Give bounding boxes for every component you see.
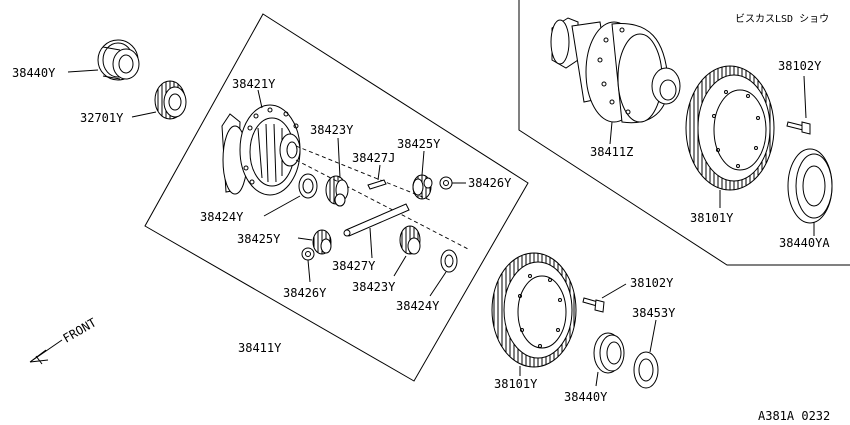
label-38440y-top: 38440Y (12, 66, 56, 80)
diff-case-38421y (221, 104, 301, 196)
washer-38453y (633, 351, 659, 389)
label-38427y: 38427Y (332, 259, 376, 273)
washer-38424y-bottom (440, 249, 458, 273)
ring-gear-38101y-top (685, 65, 775, 191)
label-38440ya: 38440YA (779, 236, 830, 250)
label-38102y-bottom: 38102Y (630, 276, 674, 290)
pinion-38425y-left (312, 229, 332, 255)
side-gear-38423y-top (325, 175, 349, 207)
pin-38427j (367, 179, 387, 190)
washer-38424y-left (298, 173, 318, 199)
viscous-lsd-frame (518, 0, 850, 266)
pinion-38425y-top (412, 174, 433, 200)
shaft-38427y (343, 203, 410, 237)
ring-gear-38101y-bottom (491, 252, 577, 368)
variant-label: ビスカスLSD ショウ (735, 13, 829, 25)
label-38425y-left: 38425Y (237, 232, 281, 246)
label-38424y-left: 38424Y (200, 210, 244, 224)
label-38453y: 38453Y (632, 306, 676, 320)
label-38440y-bottom: 38440Y (564, 390, 608, 404)
bolt-38102y-bottom (582, 297, 605, 313)
bolt-38102y-top (786, 121, 811, 135)
label-38102y-top: 38102Y (778, 59, 822, 73)
label-38411z: 38411Z (590, 145, 633, 159)
label-38101y-bottom: 38101Y (494, 377, 538, 391)
thrust-washer-38426y-bottom (301, 247, 315, 261)
label-38101y-top: 38101Y (690, 211, 734, 225)
front-direction-arrow (29, 339, 63, 365)
label-38423y-top: 38423Y (310, 123, 354, 137)
label-38411y: 38411Y (238, 341, 282, 355)
viscous-lsd-38411z (550, 17, 681, 124)
side-gear-38423y-bottom (399, 225, 421, 255)
figure-code: A381A 0232 (758, 409, 830, 423)
gear-32701y (154, 80, 187, 120)
label-38421y: 38421Y (232, 77, 276, 91)
bearing-38440ya (787, 148, 833, 224)
label-38427j: 38427J (352, 151, 395, 165)
thrust-washer-38426y-right (439, 176, 453, 190)
label-32701y: 32701Y (80, 111, 124, 125)
label-38423y-bottom: 38423Y (352, 280, 396, 294)
front-label: FRONT (61, 315, 99, 345)
label-38425y-top: 38425Y (397, 137, 441, 151)
label-38426y-bottom: 38426Y (283, 286, 327, 300)
label-38426y-right: 38426Y (468, 176, 512, 190)
label-38424y-bottom: 38424Y (396, 299, 440, 313)
assembly-frame (144, 13, 529, 382)
bearing-38440y-top (97, 39, 140, 81)
bearing-38440y-bottom (593, 332, 625, 374)
